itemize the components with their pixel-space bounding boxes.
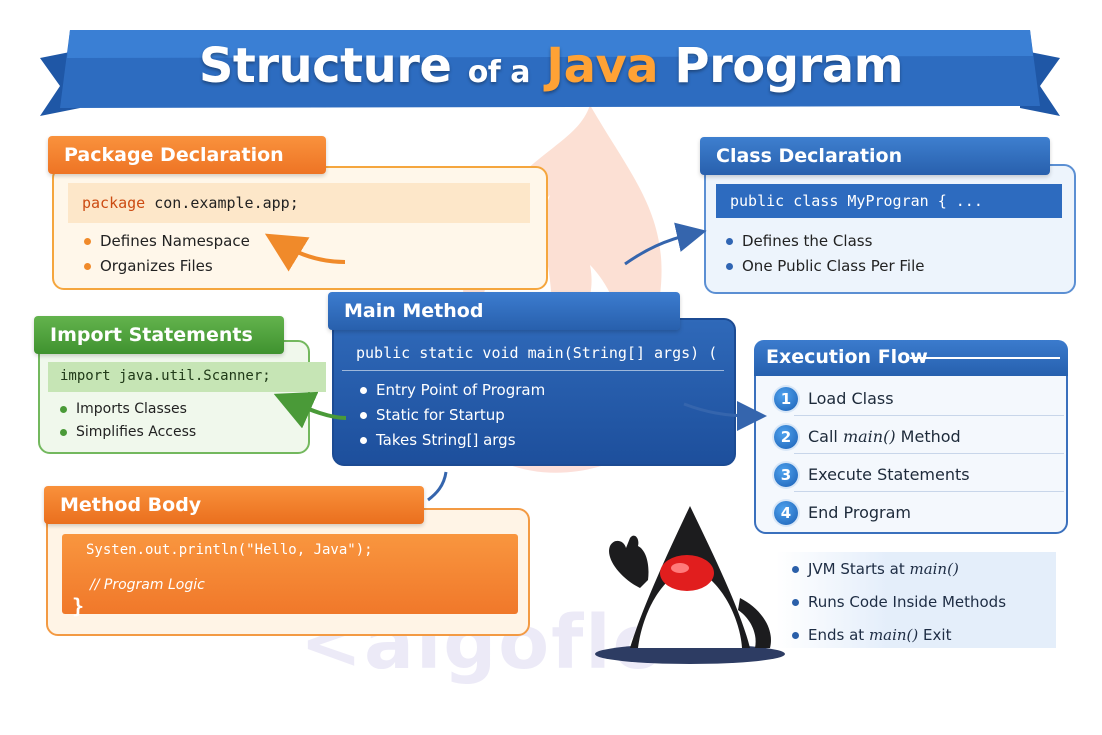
- note-text: JVM Starts at: [808, 560, 910, 578]
- flow-step-execute: 3 Execute Statements: [774, 458, 1064, 492]
- step-label: Load Class: [808, 389, 894, 408]
- step-label: End Program: [808, 503, 911, 522]
- duke-mascot-icon: [595, 506, 785, 664]
- flow-step-call-main: 2 Call main() Method: [774, 420, 1064, 454]
- bullet-text: Static for Startup: [376, 406, 505, 424]
- main-divider: [342, 370, 724, 371]
- list-item: Takes String[] args: [360, 428, 545, 453]
- import-statements-header: Import Statements: [34, 316, 284, 354]
- closing-brace: }: [72, 594, 85, 618]
- bullet-dot-icon: [726, 263, 733, 270]
- list-item: Defines Namespace: [84, 229, 250, 254]
- bullet-text: Takes String[] args: [376, 431, 516, 449]
- step-number-badge: 4: [774, 501, 798, 525]
- jvm-notes-list: JVM Starts at main() Runs Code Inside Me…: [792, 556, 1006, 655]
- class-code-line: public class MyProgran { ...: [716, 184, 1062, 218]
- step-label: Call main() Method: [808, 427, 961, 446]
- method-body-header: Method Body: [44, 486, 424, 524]
- flow-step-end: 4 End Program: [774, 496, 1064, 530]
- list-item: Organizes Files: [84, 254, 250, 279]
- package-name: con.example.app;: [145, 194, 299, 212]
- step-divider: [794, 491, 1064, 492]
- list-item: Entry Point of Program: [360, 378, 545, 403]
- step-divider: [794, 415, 1064, 416]
- main-method-header: Main Method: [328, 292, 680, 330]
- bullet-dot-icon: [60, 429, 67, 436]
- title-banner: [40, 30, 1060, 116]
- list-item: Ends at main() Exit: [792, 622, 1006, 655]
- step-label: Execute Statements: [808, 465, 970, 484]
- title-word-program: Program: [674, 38, 904, 94]
- main-method-card: [332, 318, 736, 466]
- note-text: Ends at: [808, 626, 869, 644]
- bullet-dot-icon: [84, 238, 91, 245]
- package-declaration-header: Package Declaration: [48, 136, 326, 174]
- title-word-structure: Structure: [198, 38, 452, 94]
- step-number-badge: 3: [774, 463, 798, 487]
- class-declaration-header: Class Declaration: [700, 137, 1050, 175]
- title-word-java: Java: [546, 38, 659, 94]
- import-statements-card: [38, 340, 310, 454]
- import-bullet-list: Imports Classes Simplifies Access: [60, 398, 196, 444]
- list-item: Runs Code Inside Methods: [792, 589, 1006, 622]
- bullet-dot-icon: [792, 566, 799, 573]
- bullet-dot-icon: [792, 632, 799, 639]
- note-text: Exit: [918, 626, 952, 644]
- bullet-text: Defines Namespace: [100, 232, 250, 250]
- flow-step-load-class: 1 Load Class: [774, 382, 1064, 416]
- execution-flow-rule: [910, 357, 1060, 359]
- note-text: Runs Code Inside Methods: [808, 593, 1007, 611]
- bullet-dot-icon: [60, 406, 67, 413]
- note-method: main(): [868, 626, 919, 644]
- step-number-badge: 2: [774, 425, 798, 449]
- step-divider: [794, 453, 1064, 454]
- list-item: Defines the Class: [726, 229, 924, 254]
- notes-background: [776, 552, 1056, 648]
- step-label-text: Call: [808, 427, 843, 446]
- execution-flow-header: Execution Flow: [766, 346, 928, 368]
- step-number-badge: 1: [774, 387, 798, 411]
- package-code-line: package con.example.app;: [68, 183, 530, 223]
- bullet-dot-icon: [360, 437, 367, 444]
- list-item: One Public Class Per File: [726, 254, 924, 279]
- package-bullet-list: Defines Namespace Organizes Files: [84, 229, 250, 279]
- bullet-text: Organizes Files: [100, 257, 213, 275]
- println-code-line: Systen.out.println("Hello, Java");: [86, 542, 373, 558]
- bullet-text: Simplifies Access: [76, 424, 197, 440]
- bullet-text: Entry Point of Program: [376, 381, 546, 399]
- main-bullet-list: Entry Point of Program Static for Startu…: [360, 378, 545, 453]
- import-code-line: import java.util.Scanner;: [48, 362, 326, 392]
- title-word-of-a: of a: [467, 55, 531, 90]
- list-item: Imports Classes: [60, 398, 196, 421]
- list-item: Simplifies Access: [60, 421, 196, 444]
- comment-code-line: // Program Logic: [90, 577, 205, 593]
- bullet-dot-icon: [360, 387, 367, 394]
- main-code-line: public static void main(String[] args) (: [356, 344, 718, 362]
- bullet-text: Imports Classes: [76, 401, 187, 417]
- note-method: main(): [909, 560, 959, 578]
- bullet-dot-icon: [792, 599, 799, 606]
- bullet-dot-icon: [726, 238, 733, 245]
- package-keyword: package: [82, 194, 146, 212]
- step-label-method: main(): [842, 427, 896, 446]
- list-item: JVM Starts at main(): [792, 556, 1006, 589]
- bullet-dot-icon: [360, 412, 367, 419]
- class-bullet-list: Defines the Class One Public Class Per F…: [726, 229, 924, 279]
- page-title: Structure of a Java Program: [0, 38, 1102, 98]
- bullet-text: Defines the Class: [742, 232, 873, 250]
- method-body-code-block: [62, 534, 518, 614]
- bullet-dot-icon: [84, 263, 91, 270]
- bullet-text: One Public Class Per File: [742, 257, 925, 275]
- step-label-text: Method: [895, 427, 961, 446]
- list-item: Static for Startup: [360, 403, 545, 428]
